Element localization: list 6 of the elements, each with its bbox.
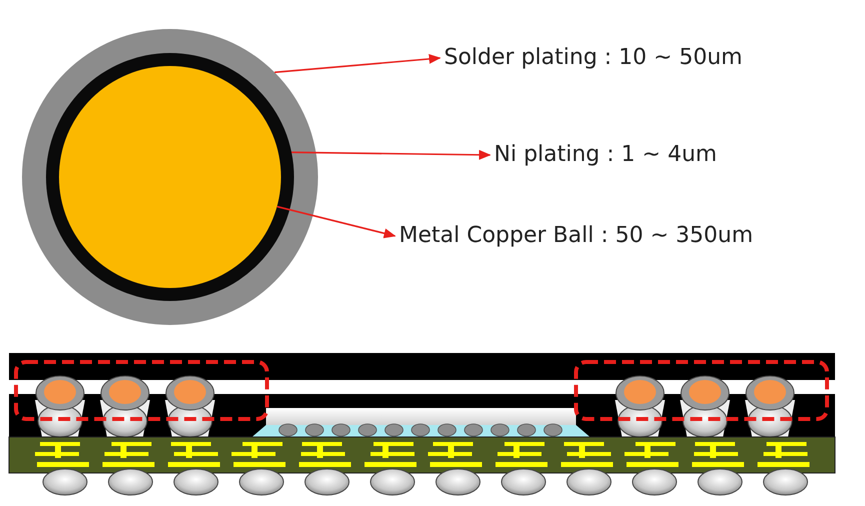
leader-arrow xyxy=(274,54,441,74)
callout-label: Metal Copper Ball : 50 ~ 350um xyxy=(397,220,756,252)
leader-arrow xyxy=(276,206,396,238)
leader-arrow xyxy=(292,150,491,160)
callout-label: Solder plating : 10 ~ 50um xyxy=(442,42,744,74)
callout-label: Ni plating : 1 ~ 4um xyxy=(492,139,719,171)
